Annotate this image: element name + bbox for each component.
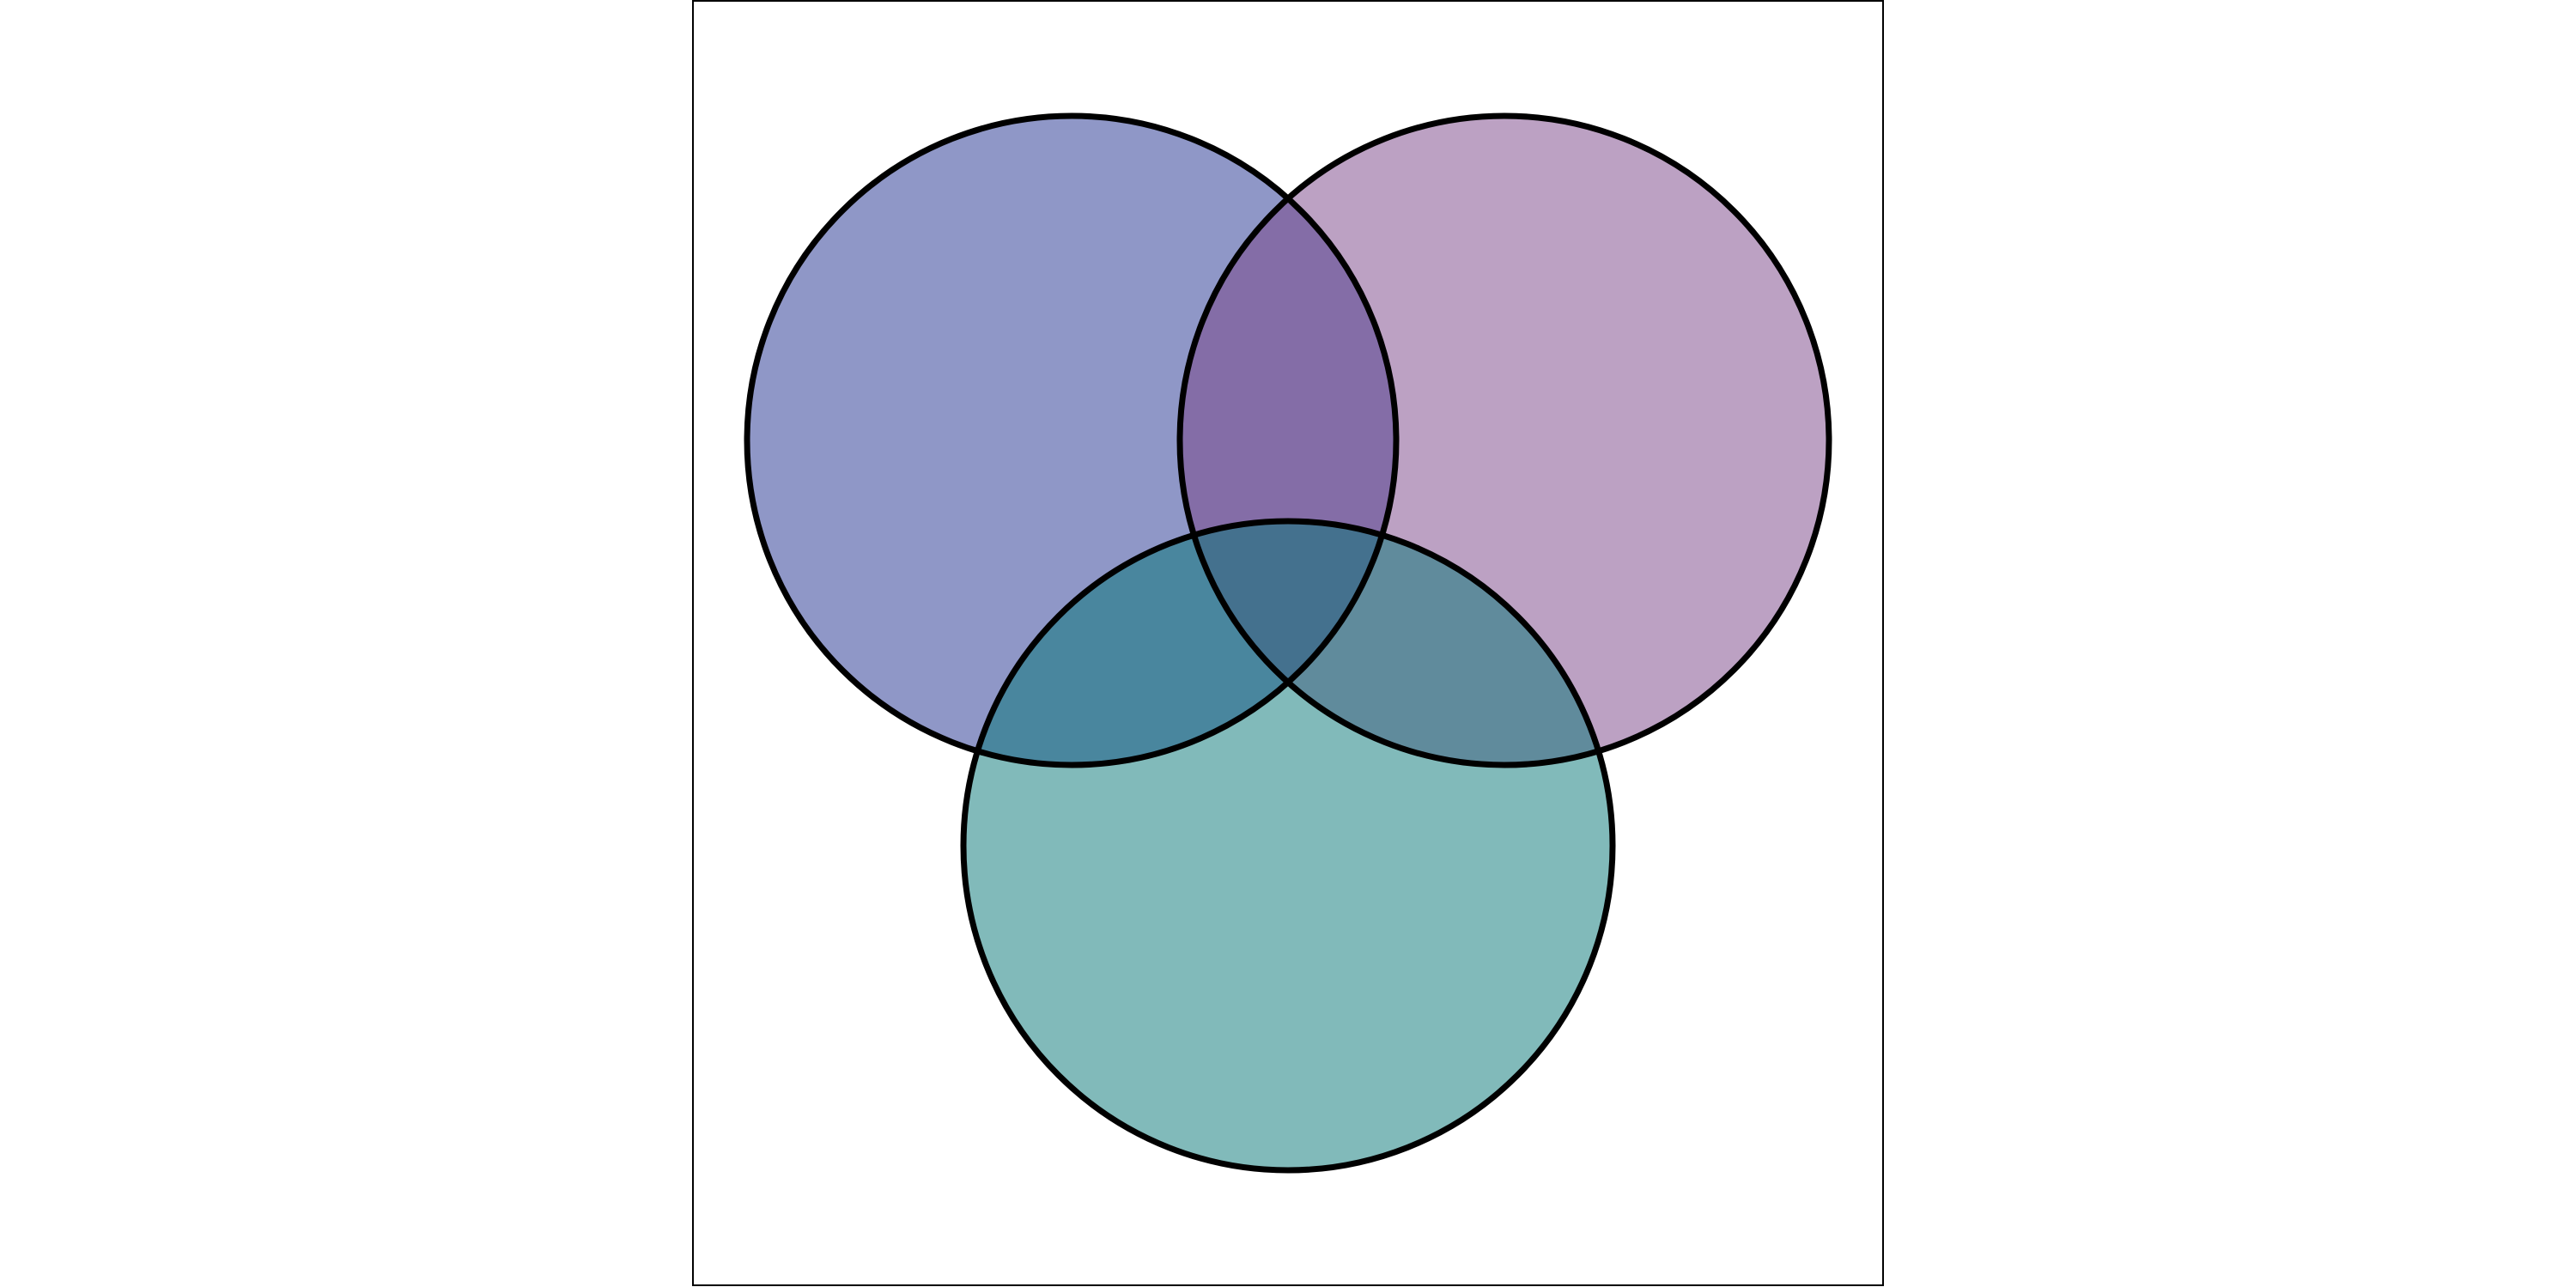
set-top-right-outline <box>1176 112 1832 768</box>
venn-outlines <box>744 112 1832 1174</box>
set-bottom-outline <box>960 518 1616 1174</box>
set-top-left-outline <box>744 112 1400 768</box>
venn-fills <box>747 116 1829 1170</box>
set-bottom-fill <box>963 521 1613 1170</box>
